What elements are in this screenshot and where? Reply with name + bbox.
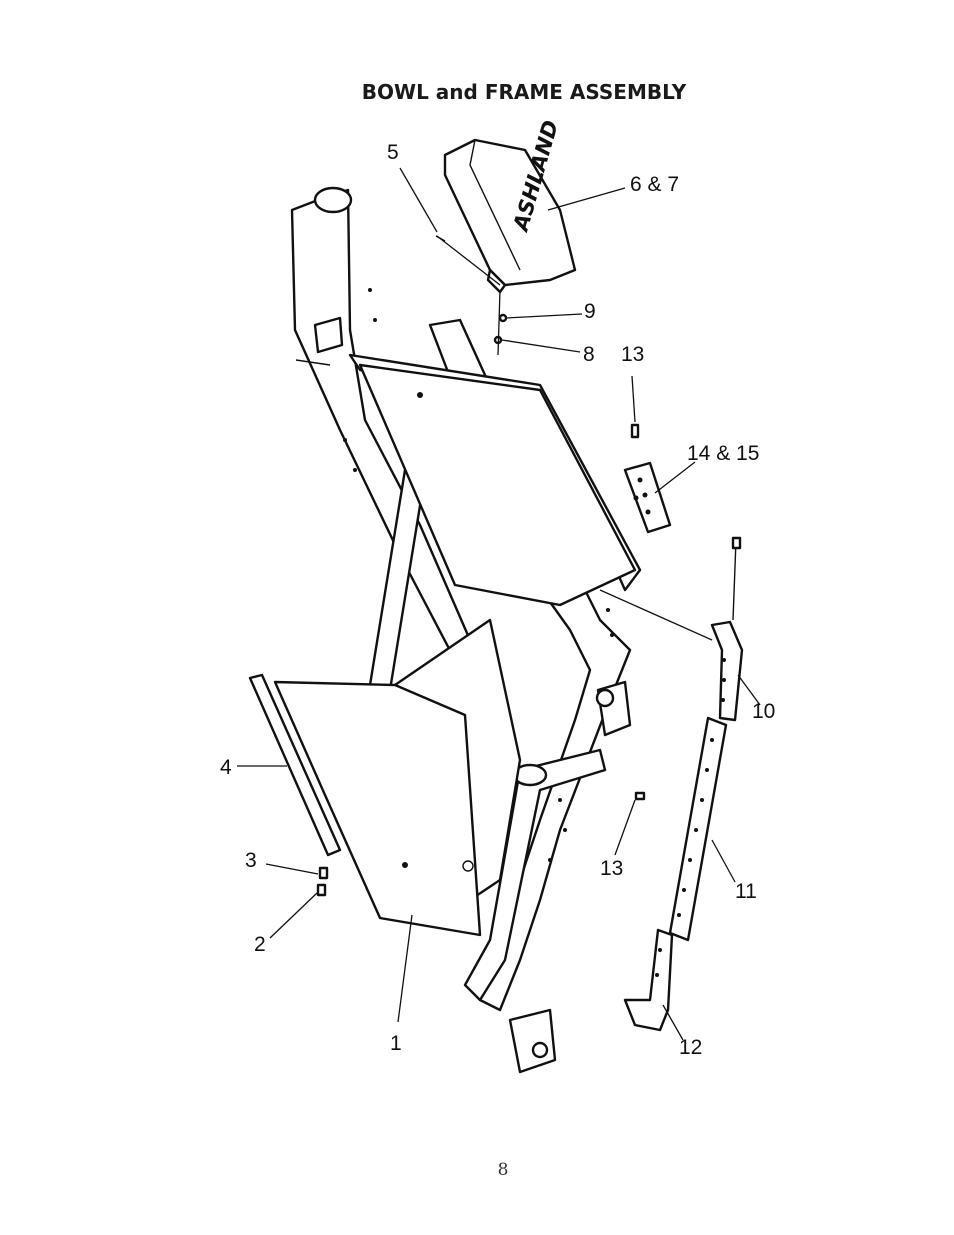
callout-5: 5	[387, 141, 399, 164]
callout-labels: 5 6 & 7 9 8 13 14 & 15 10 4 3 13 11 2 1 …	[220, 141, 775, 1059]
bolt-part-3	[318, 866, 329, 880]
callout-3: 3	[245, 849, 257, 872]
pin-part-10	[731, 536, 742, 550]
callout-2: 2	[254, 933, 266, 956]
plate-part-14-15	[623, 461, 672, 534]
callout-1: 1	[390, 1032, 402, 1055]
callout-13-bottom: 13	[600, 857, 623, 880]
callout-12: 12	[679, 1036, 702, 1059]
shoe-part-12	[623, 928, 674, 1032]
frame-left-tube-end	[313, 186, 353, 214]
page-title: BOWL and FRAME ASSEMBLY	[361, 80, 687, 104]
frame-right-rail	[428, 318, 632, 1012]
washer-part-9	[498, 313, 508, 323]
callout-10: 10	[752, 700, 775, 723]
leader-lines	[237, 167, 761, 1041]
bolt-part-13-top	[630, 423, 640, 439]
skid-part-10	[710, 620, 744, 722]
cutting-edge-part-4	[248, 673, 342, 857]
upper-deck-plate	[358, 363, 637, 607]
cover-shell	[443, 138, 577, 287]
cover-part-6-7: ASHLAND	[443, 118, 577, 294]
callout-4: 4	[220, 756, 232, 779]
frame-bottom-tube	[463, 748, 607, 1002]
page-number: 8	[497, 1160, 509, 1180]
bowl-part-1	[273, 618, 522, 937]
callout-13-top: 13	[621, 343, 644, 366]
bowl-floor	[273, 680, 482, 937]
callout-9: 9	[584, 300, 596, 323]
frame-hitch-bracket	[508, 1008, 557, 1074]
callout-6-7: 6 & 7	[630, 173, 679, 196]
callout-14-15: 14 & 15	[687, 442, 759, 465]
wear-strip-part-11	[668, 716, 728, 942]
bolt-part-13-bottom	[634, 791, 646, 801]
callout-11: 11	[735, 880, 757, 903]
callout-8: 8	[583, 343, 595, 366]
bolt-part-2	[316, 883, 327, 897]
frame-left-bracket	[313, 316, 344, 354]
